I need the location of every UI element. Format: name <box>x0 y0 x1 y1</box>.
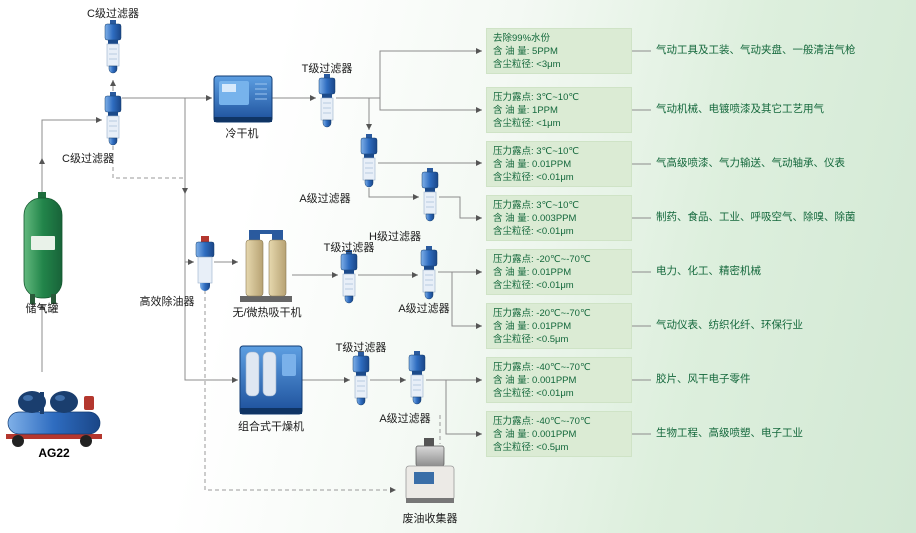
spec-dust-size: 含尘粒径: <0.5μm <box>493 441 569 453</box>
storage-tank-illustration <box>23 192 63 304</box>
spec-oil-content: 含 油 量: 5PPM <box>493 45 558 57</box>
application-text-4: 制药、食品、工业、呼吸空气、除嗅、除菌 <box>656 211 856 223</box>
spec-dew-point: 压力露点: 3℃~10℃ <box>493 91 580 103</box>
filter-c2-icon <box>104 91 122 146</box>
spec-oil-content: 含 油 量: 1PPM <box>493 104 558 116</box>
application-text-8: 生物工程、高级喷塑、电子工业 <box>656 427 803 439</box>
spec-dust-size: 含尘粒径: <0.01μm <box>493 387 574 399</box>
label-filter-t1: T级过滤器 <box>301 63 353 75</box>
label-combined-dryer: 组合式干燥机 <box>238 421 304 433</box>
spec-oil-content: 含 油 量: 0.01PPM <box>493 266 572 278</box>
label-cold-dryer: 冷干机 <box>225 128 259 140</box>
spec-oil-content: 含 油 量: 0.001PPM <box>493 428 577 440</box>
label-filter-c1: C级过滤器 <box>87 8 139 20</box>
label-filter-a3: A级过滤器 <box>379 413 431 425</box>
filter-h-icon <box>421 167 439 222</box>
filter-a3-icon <box>408 350 426 405</box>
spec-box-1: 去除99%水份 含 油 量: 5PPM 含尘粒径: <3μm <box>486 28 632 74</box>
application-text-6: 气动仪表、纺织化纤、环保行业 <box>656 319 803 331</box>
spec-dust-size: 含尘粒径: <0.01μm <box>493 225 574 237</box>
label-filter-a2: A级过滤器 <box>398 303 450 315</box>
filter-t3-icon <box>352 351 370 406</box>
label-filter-t2: T级过滤器 <box>323 242 375 254</box>
oil-remover-illustration <box>195 236 215 291</box>
label-filter-h: H级过滤器 <box>369 231 421 243</box>
spec-dew-point: 压力露点: -20℃~-70℃ <box>493 253 591 265</box>
spec-dew-point: 去除99%水份 <box>493 32 551 44</box>
application-text-1: 气动工具及工装、气动夹盘、一般清洁气枪 <box>656 44 856 56</box>
label-oil-remover: 高效除油器 <box>139 296 195 308</box>
application-text-2: 气动机械、电镀喷漆及其它工艺用气 <box>656 103 824 115</box>
spec-dew-point: 压力露点: -20℃~-70℃ <box>493 307 591 319</box>
filter-c1-icon <box>104 19 122 74</box>
label-compressor-model: AG22 <box>38 446 70 460</box>
label-filter-t3: T级过滤器 <box>335 342 387 354</box>
spec-dew-point: 压力露点: 3℃~10℃ <box>493 199 580 211</box>
spec-dust-size: 含尘粒径: <0.01μm <box>493 279 574 291</box>
drain-lines <box>112 146 441 493</box>
adsorption-dryer-illustration <box>240 230 292 302</box>
application-text-7: 胶片、风干电子零件 <box>656 373 751 385</box>
application-text-3: 气高级喷漆、气力输送、气动轴承、仪表 <box>656 157 845 169</box>
spec-oil-content: 含 油 量: 0.001PPM <box>493 374 577 386</box>
flow-lines <box>39 48 651 437</box>
spec-box-7: 压力露点: -40℃~-70℃ 含 油 量: 0.001PPM 含尘粒径: <0… <box>486 357 632 403</box>
spec-box-2: 压力露点: 3℃~10℃ 含 油 量: 1PPM 含尘粒径: <1μm <box>486 87 632 133</box>
spec-dust-size: 含尘粒径: <1μm <box>493 117 561 129</box>
spec-dust-size: 含尘粒径: <3μm <box>493 58 561 70</box>
spec-dew-point: 压力露点: -40℃~-70℃ <box>493 415 591 427</box>
label-filter-c2: C级过滤器 <box>62 153 114 165</box>
spec-dust-size: 含尘粒径: <0.01μm <box>493 171 574 183</box>
spec-box-5: 压力露点: -20℃~-70℃ 含 油 量: 0.01PPM 含尘粒径: <0.… <box>486 249 632 295</box>
spec-box-6: 压力露点: -20℃~-70℃ 含 油 量: 0.01PPM 含尘粒径: <0.… <box>486 303 632 349</box>
spec-dew-point: 压力露点: 3℃~10℃ <box>493 145 580 157</box>
filter-t1-icon <box>318 73 336 128</box>
application-text-5: 电力、化工、精密机械 <box>656 265 761 277</box>
label-storage-tank: 储气罐 <box>25 303 59 315</box>
cold-dryer-illustration <box>213 75 273 123</box>
filter-a1-icon <box>360 133 378 188</box>
spec-oil-content: 含 油 量: 0.01PPM <box>493 158 572 170</box>
spec-box-8: 压力露点: -40℃~-70℃ 含 油 量: 0.001PPM 含尘粒径: <0… <box>486 411 632 457</box>
label-waste-collector: 废油收集器 <box>402 513 458 525</box>
spec-dew-point: 压力露点: -40℃~-70℃ <box>493 361 591 373</box>
spec-oil-content: 含 油 量: 0.01PPM <box>493 320 572 332</box>
spec-oil-content: 含 油 量: 0.003PPM <box>493 212 577 224</box>
spec-box-4: 压力露点: 3℃~10℃ 含 油 量: 0.003PPM 含尘粒径: <0.01… <box>486 195 632 241</box>
filter-a2-icon <box>420 245 438 300</box>
air-compressor-illustration <box>6 391 102 447</box>
filter-t2-icon <box>340 249 358 304</box>
combined-dryer-illustration <box>239 345 303 415</box>
label-adsorption-dryer: 无/微热吸干机 <box>232 307 302 319</box>
waste-oil-collector-illustration <box>405 438 455 503</box>
spec-box-3: 压力露点: 3℃~10℃ 含 油 量: 0.01PPM 含尘粒径: <0.01μ… <box>486 141 632 187</box>
spec-dust-size: 含尘粒径: <0.5μm <box>493 333 569 345</box>
label-filter-a1: A级过滤器 <box>299 193 351 205</box>
